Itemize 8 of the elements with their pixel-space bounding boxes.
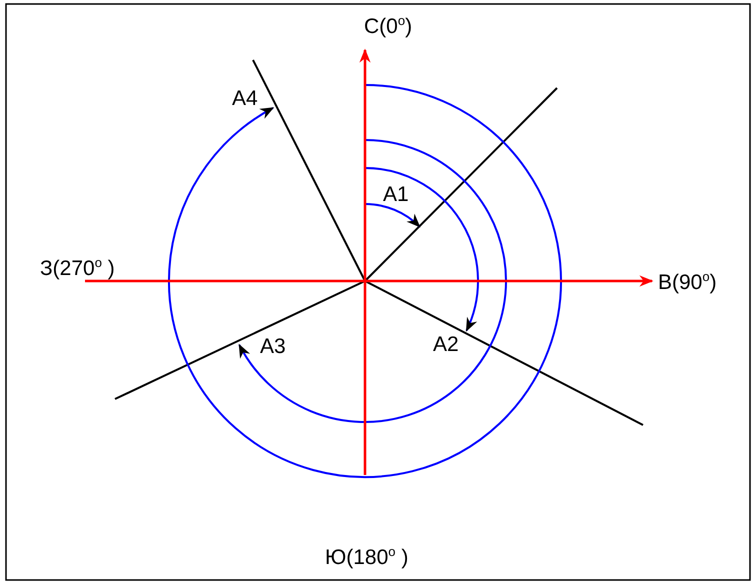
axis-label: З(270$^{o}$ ) [40, 256, 115, 279]
angle-label: A1 [383, 184, 409, 205]
axis-label: С(0$^{o}$) [364, 14, 412, 37]
angle-label: A4 [232, 88, 258, 109]
axis-label: Ю(180$^{o}$ ) [325, 545, 408, 568]
axis-label: В(90$^{o}$) [658, 270, 717, 293]
angle-label: A2 [433, 334, 459, 355]
angle-label: A3 [260, 336, 286, 357]
